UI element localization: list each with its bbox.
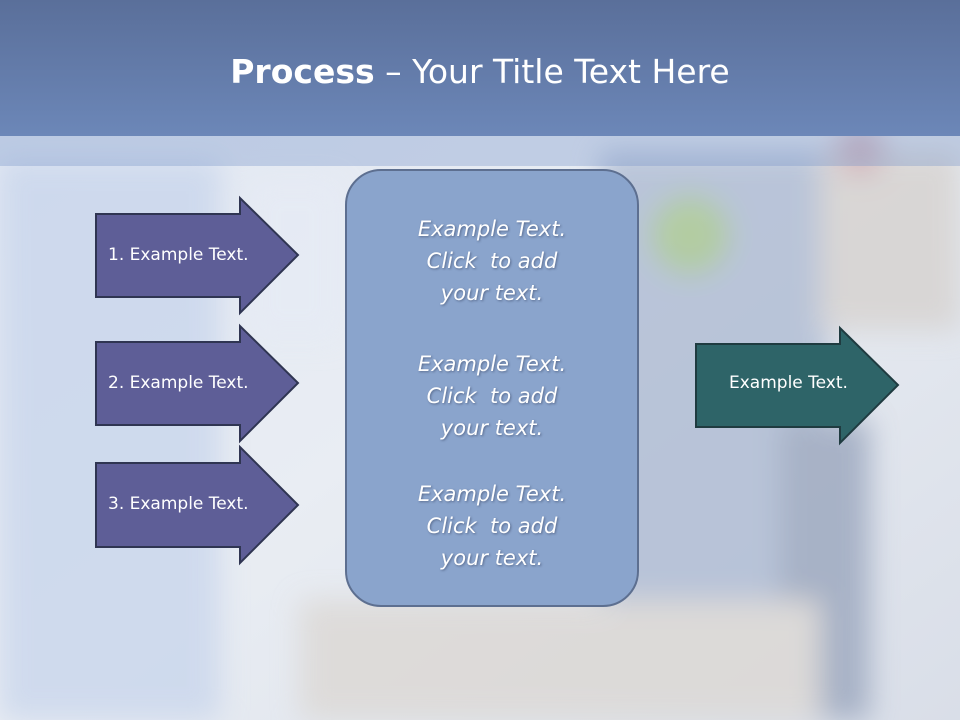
step-label-2: 2. Example Text. xyxy=(108,373,249,393)
center-panel[interactable]: Example Text. Click to add your text. Ex… xyxy=(345,169,639,607)
step-label-3: 3. Example Text. xyxy=(108,494,249,514)
panel-line: your text. xyxy=(440,546,544,570)
panel-text-block-2[interactable]: Example Text. Click to add your text. xyxy=(347,348,637,444)
panel-line: Example Text. xyxy=(417,352,567,376)
title-strip xyxy=(0,136,960,166)
title-bold: Process xyxy=(230,52,375,91)
result-label: Example Text. xyxy=(729,373,848,393)
slide-title[interactable]: Process – Your Title Text Here xyxy=(0,52,960,91)
panel-line: Click to add xyxy=(426,249,558,273)
panel-line: Click to add xyxy=(426,514,558,538)
title-bar xyxy=(0,0,960,136)
panel-text-block-1[interactable]: Example Text. Click to add your text. xyxy=(347,213,637,309)
panel-line: your text. xyxy=(440,416,544,440)
panel-text-block-3[interactable]: Example Text. Click to add your text. xyxy=(347,478,637,574)
panel-line: your text. xyxy=(440,281,544,305)
step-arrow-3[interactable] xyxy=(95,444,300,566)
result-arrow[interactable] xyxy=(695,325,900,446)
panel-line: Example Text. xyxy=(417,482,567,506)
panel-line: Click to add xyxy=(426,384,558,408)
step-arrow-1[interactable] xyxy=(95,195,300,316)
title-rest: – Your Title Text Here xyxy=(374,52,730,91)
step-arrow-2[interactable] xyxy=(95,323,300,444)
step-label-1: 1. Example Text. xyxy=(108,245,249,265)
panel-line: Example Text. xyxy=(417,217,567,241)
